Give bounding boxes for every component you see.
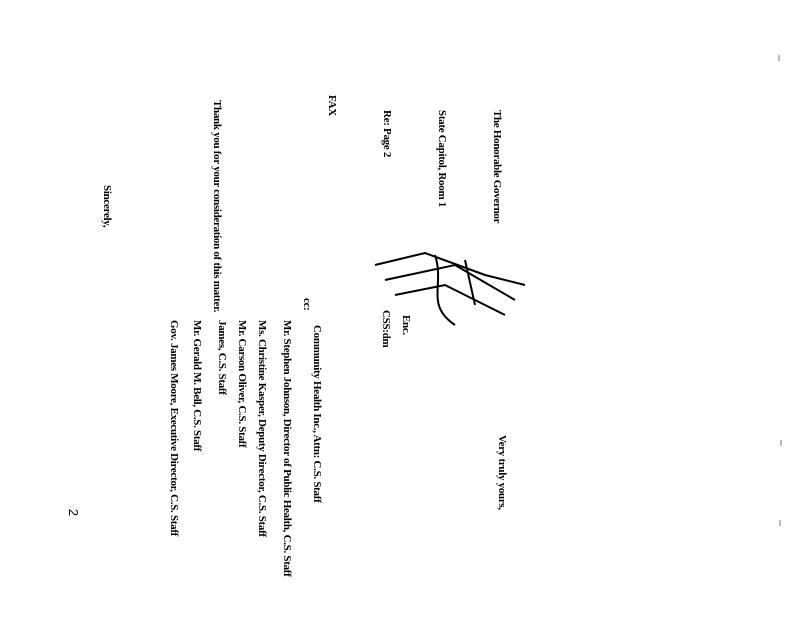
body-line: Thank you for your consideration of this… — [211, 100, 223, 313]
page-number: 2 — [66, 508, 82, 517]
short-line: Sincerely, — [101, 185, 113, 228]
address-line-4: FAX — [326, 95, 338, 116]
cc-item: Gov. James Moore, Executive Director, C.… — [168, 320, 180, 537]
cc-item: Mr. Carson Oliver, C.S. Staff — [236, 320, 248, 448]
scan-speck — [779, 520, 781, 526]
signature — [374, 251, 526, 326]
closing: Very truly yours, — [496, 435, 508, 510]
cc-item: James, C.S. Staff — [216, 320, 228, 395]
scan-speck — [780, 440, 782, 446]
enclosure-note: Enc. — [400, 315, 412, 335]
address-line-3: Re: Page 2 — [381, 110, 393, 158]
initials-note: CSS:dm — [380, 310, 392, 348]
cc-item: Ms. Christine Kasper, Deputy Director, C… — [256, 320, 268, 537]
cc-item: Community Health Inc., Attn: C.S. Staff — [311, 325, 323, 503]
address-line-1: The Honorable Governor — [491, 110, 503, 224]
cc-item: Mr. Stephen Johnson, Director of Public … — [281, 320, 293, 577]
cc-item: Mr. Gerald M. Bell, C.S. Staff — [191, 320, 203, 452]
address-line-2: State Capitol, Room 1 — [436, 110, 448, 207]
scan-speck — [778, 55, 780, 61]
cc-label: cc: — [301, 298, 313, 311]
